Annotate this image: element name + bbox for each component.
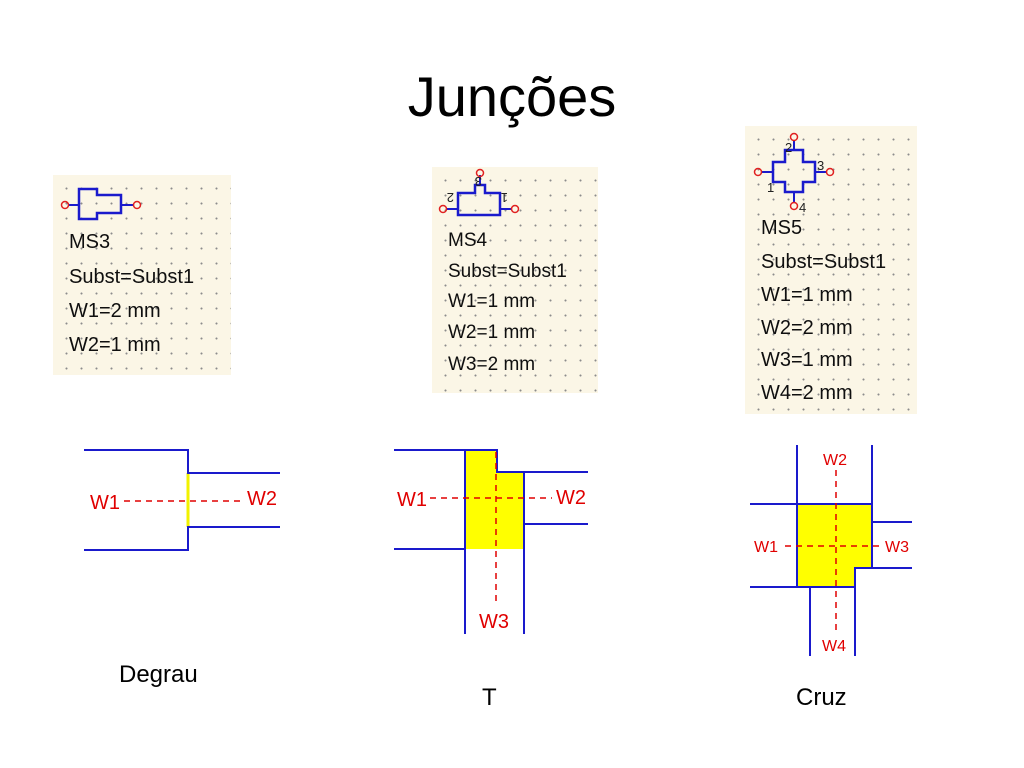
pin-label-1: 1 xyxy=(767,180,774,195)
step-junction-diagram: W1 W2 xyxy=(84,449,280,551)
param-w1: W1=1 mm xyxy=(761,284,853,306)
component-name: MS4 xyxy=(448,230,488,251)
component-substrate: Subst=Subst1 xyxy=(448,261,567,282)
tee-junction-diagram: W1 W2 W3 xyxy=(394,449,588,634)
label-w3: W3 xyxy=(479,611,509,633)
cross-junction-diagram: W1 W2 W3 W4 xyxy=(750,445,912,656)
pin-label-2: 2 xyxy=(447,190,454,205)
label-w2: W2 xyxy=(556,487,586,509)
component-name: MS5 xyxy=(761,217,803,239)
param-w2: W2=1 mm xyxy=(69,334,161,356)
component-substrate: Subst=Subst1 xyxy=(69,266,195,288)
caption-t: T xyxy=(482,684,497,711)
pin-label-1: 1 xyxy=(501,190,508,205)
pin-label-3: 3 xyxy=(475,174,482,189)
label-w2: W2 xyxy=(823,452,847,469)
slide-title: Junções xyxy=(407,65,617,128)
caption-cruz: Cruz xyxy=(796,684,847,711)
component-substrate: Subst=Subst1 xyxy=(761,251,887,273)
label-w4: W4 xyxy=(822,638,846,655)
pin-label-2: 2 xyxy=(785,140,792,155)
param-w3: W3=1 mm xyxy=(761,349,853,371)
label-w1: W1 xyxy=(397,489,427,511)
tee-symbol-icon: 1 2 3 xyxy=(438,168,520,217)
pin-label-3: 3 xyxy=(817,158,824,173)
label-w2: W2 xyxy=(247,488,277,510)
label-w1: W1 xyxy=(90,492,120,514)
label-w3: W3 xyxy=(885,539,909,556)
ms3-component-panel[interactable]: MS3 Subst=Subst1 W1=2 mm W2=1 mm xyxy=(53,175,231,375)
param-w4: W4=2 mm xyxy=(761,382,853,404)
param-w1: W1=1 mm xyxy=(448,291,536,312)
cross-symbol-icon: 1 2 3 4 xyxy=(753,132,835,215)
component-name: MS3 xyxy=(69,231,111,253)
caption-degrau: Degrau xyxy=(119,661,198,688)
param-w2: W2=2 mm xyxy=(761,317,853,339)
param-w2: W2=1 mm xyxy=(448,322,536,343)
label-w1: W1 xyxy=(754,539,778,556)
pin-label-4: 4 xyxy=(799,200,806,215)
param-w1: W1=2 mm xyxy=(69,300,161,322)
param-w3: W3=2 mm xyxy=(448,354,536,375)
ms5-component-panel[interactable]: 1 2 3 4 MS5 Subst=Subst1 W1=1 mm W2=2 mm… xyxy=(745,126,917,414)
step-symbol-icon xyxy=(60,187,142,221)
ms4-component-panel[interactable]: 1 2 3 MS4 Subst=Subst1 W1=1 mm W2=1 mm W… xyxy=(432,167,598,393)
